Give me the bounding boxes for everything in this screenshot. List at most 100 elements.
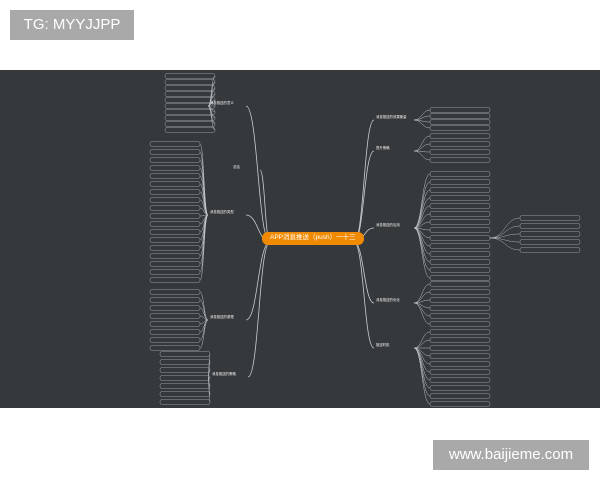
leaf-link-r4-8 [413, 347, 431, 397]
leaf-node-r2-4 [429, 203, 491, 209]
deep-node-3 [519, 239, 581, 245]
watermark-bottom: www.baijieme.com [433, 440, 589, 470]
deep-link-2 [489, 233, 521, 239]
mindmap-root-node: APP消息推送（push）一十三 [262, 232, 364, 245]
leaf-node-r1-1 [429, 141, 491, 147]
leaf-node-r0-2 [429, 119, 491, 125]
leaf-link-l2-2 [199, 307, 209, 321]
leaf-node-l2-2 [149, 305, 201, 311]
branch-8: 推送时机 [376, 343, 390, 347]
branch-link-right-0 [353, 119, 375, 243]
leaf-node-l3-2 [159, 367, 211, 373]
leaf-link-l3-6 [207, 376, 211, 403]
leaf-node-l1-10 [149, 221, 201, 227]
leaf-node-l1-6 [149, 189, 201, 195]
leaf-node-r0-0 [429, 107, 491, 113]
leaf-link-l2-0 [199, 291, 209, 321]
leaf-link-l0-7 [207, 105, 216, 119]
branch-link-left-3 [247, 241, 271, 378]
leaf-node-l0-5 [164, 103, 216, 109]
leaf-link-l1-1 [199, 151, 209, 216]
leaf-node-r0-3 [429, 125, 491, 131]
leaf-node-r3-2 [429, 297, 491, 303]
leaf-node-l1-11 [149, 229, 201, 235]
watermark-top: TG: MYYJJPP [10, 10, 134, 40]
leaf-link-l2-7 [199, 319, 209, 349]
deep-link-1 [489, 225, 521, 239]
leaf-node-r4-5 [429, 369, 491, 375]
leaf-node-l3-0 [159, 351, 211, 357]
deep-node-1 [519, 223, 581, 229]
leaf-link-r2-4 [413, 205, 431, 229]
leaf-link-r1-0 [413, 135, 431, 152]
leaf-node-r4-4 [429, 361, 491, 367]
leaf-node-l0-7 [164, 115, 216, 121]
deep-node-2 [519, 231, 581, 237]
leaf-node-r2-11 [429, 259, 491, 265]
leaf-link-r3-0 [413, 283, 431, 304]
leaf-link-r1-1 [413, 143, 431, 152]
leaf-node-r0-1 [429, 113, 491, 119]
branch-link-right-4 [353, 241, 375, 349]
leaf-node-l0-4 [164, 97, 216, 103]
leaf-node-r4-3 [429, 353, 491, 359]
leaf-node-l1-5 [149, 181, 201, 187]
leaf-link-r0-3 [413, 119, 431, 129]
leaf-node-l1-4 [149, 173, 201, 179]
leaf-node-r2-12 [429, 267, 491, 273]
leaf-link-r2-13 [413, 227, 431, 279]
leaf-node-l2-0 [149, 289, 201, 295]
leaf-node-l1-13 [149, 245, 201, 251]
branch-3: 消息推送的策略 [212, 372, 236, 376]
leaf-link-l1-15 [199, 214, 209, 265]
branch-0: 消息推送的意义 [210, 101, 234, 105]
leaf-node-l1-1 [149, 149, 201, 155]
leaf-node-l0-1 [164, 79, 216, 85]
leaf-node-l2-5 [149, 329, 201, 335]
leaf-node-l3-3 [159, 375, 211, 381]
leaf-node-r4-8 [429, 393, 491, 399]
leaf-link-r4-0 [413, 331, 431, 349]
leaf-node-r2-8 [429, 235, 491, 241]
leaf-node-l1-2 [149, 157, 201, 163]
leaf-node-r2-9 [429, 243, 491, 249]
leaf-node-r2-2 [429, 187, 491, 193]
leaf-link-r2-12 [413, 227, 431, 271]
deep-node-0 [519, 215, 581, 221]
leaf-node-r2-6 [429, 219, 491, 225]
leaf-link-l1-17 [199, 214, 209, 281]
leaf-node-l0-0 [164, 73, 216, 79]
branch-4: 消息推送的效果衡量 [376, 115, 407, 119]
leaf-link-l2-1 [199, 299, 209, 321]
leaf-node-l1-17 [149, 277, 201, 283]
branch-link-left-2 [245, 241, 271, 321]
leaf-node-l1-14 [149, 253, 201, 259]
leaf-node-l2-4 [149, 321, 201, 327]
leaf-node-r3-5 [429, 321, 491, 327]
leaf-link-l1-6 [199, 191, 209, 216]
branch-9: 总结 [233, 165, 240, 169]
leaf-node-r4-7 [429, 385, 491, 391]
leaf-node-l1-0 [149, 141, 201, 147]
leaf-node-l0-9 [164, 127, 216, 133]
leaf-node-r1-0 [429, 133, 491, 139]
branch-1: 消息推送的类型 [210, 210, 234, 214]
leaf-node-r4-2 [429, 345, 491, 351]
leaf-node-l2-1 [149, 297, 201, 303]
leaf-link-l0-9 [207, 105, 216, 131]
leaf-node-r3-1 [429, 289, 491, 295]
leaf-link-r2-9 [413, 227, 431, 247]
deep-node-4 [519, 247, 581, 253]
leaf-node-l1-8 [149, 205, 201, 211]
leaf-node-l0-3 [164, 91, 216, 97]
leaf-link-r4-7 [413, 347, 431, 389]
leaf-node-l2-6 [149, 337, 201, 343]
leaf-link-r2-0 [413, 173, 431, 229]
leaf-node-l1-12 [149, 237, 201, 243]
leaf-node-l3-6 [159, 399, 211, 405]
leaf-node-l0-2 [164, 85, 216, 91]
leaf-link-r4-9 [413, 347, 431, 405]
leaf-node-l0-8 [164, 121, 216, 127]
leaf-link-l2-6 [199, 319, 209, 341]
leaf-node-r2-0 [429, 171, 491, 177]
